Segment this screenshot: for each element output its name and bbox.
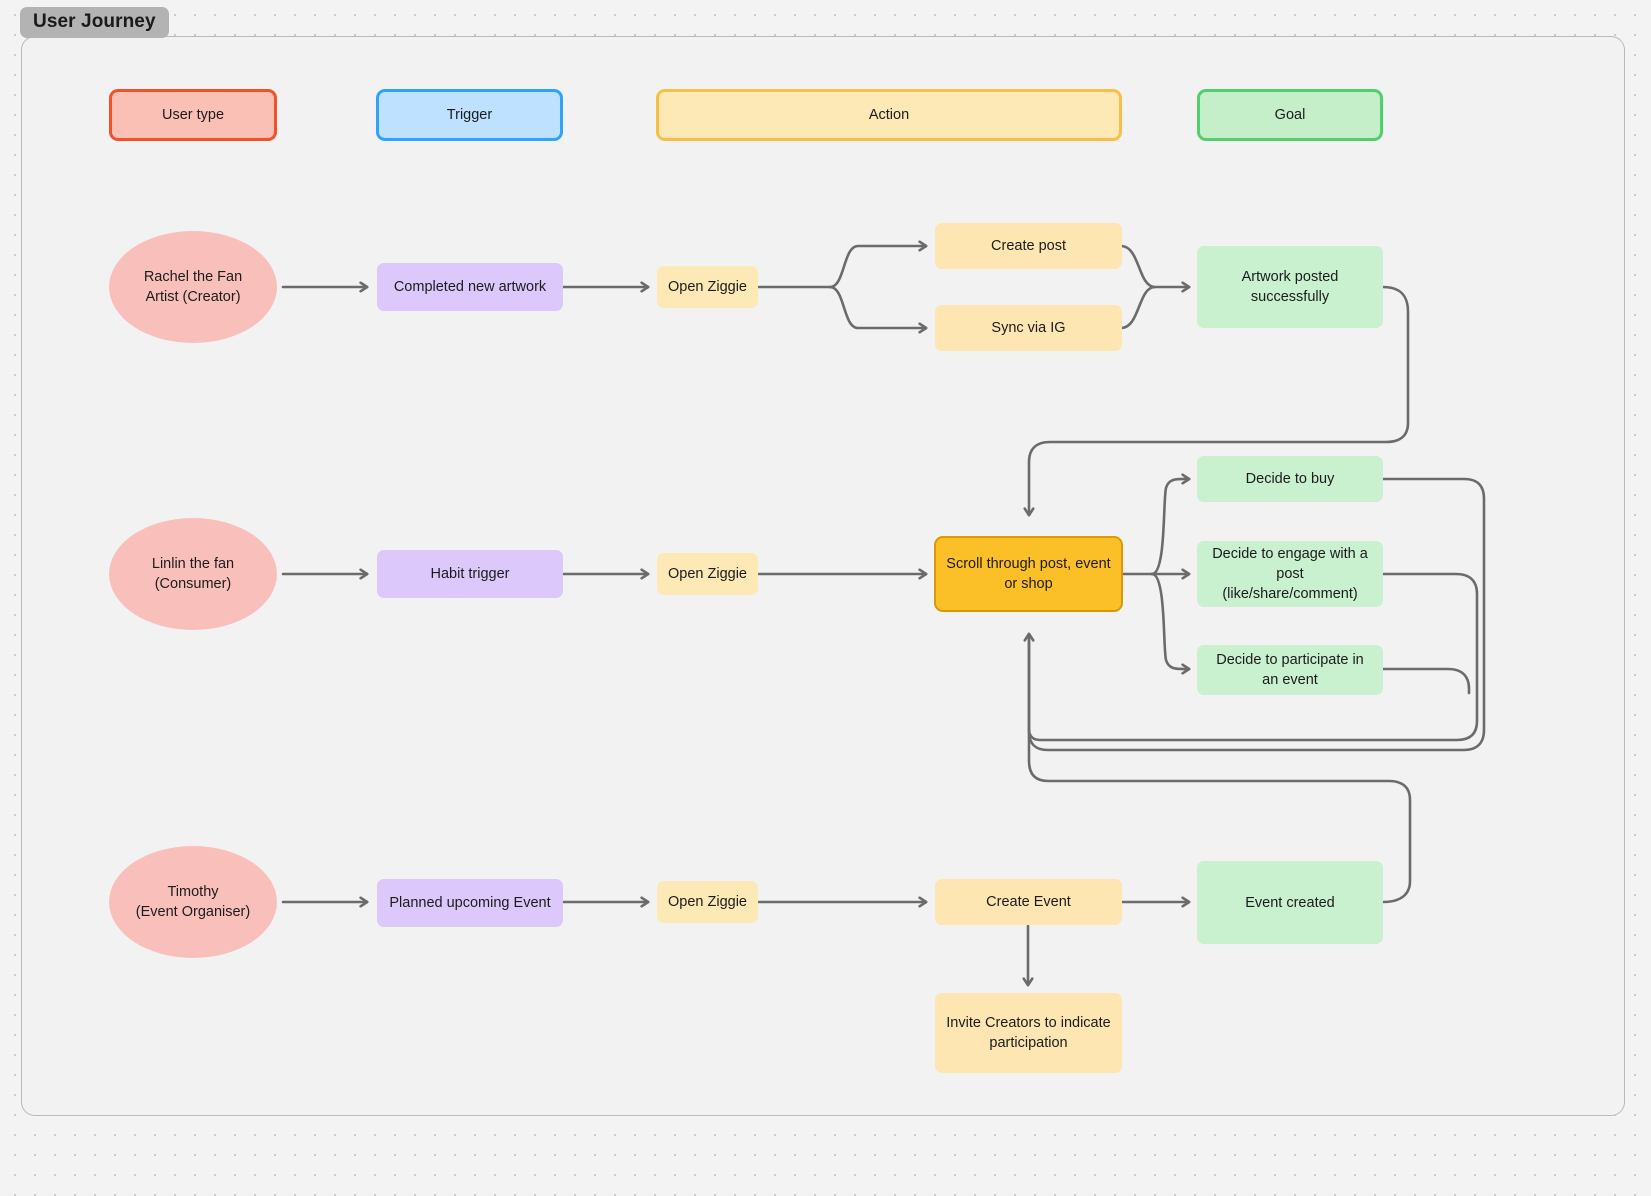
trigger-planned-upcoming-event-label: Planned upcoming Event (389, 895, 551, 911)
legend-user-type[interactable]: User type (109, 89, 277, 141)
action-open-ziggie-organiser[interactable]: Open Ziggie (657, 881, 758, 923)
legend-action[interactable]: Action (656, 89, 1122, 141)
action-open-ziggie-creator[interactable]: Open Ziggie (657, 266, 758, 308)
goal-decide-to-buy-label: Decide to buy (1245, 471, 1335, 487)
action-create-post-label: Create post (991, 238, 1066, 254)
action-scroll-hub[interactable]: Scroll through post, event or shop (934, 536, 1123, 612)
goal-event-created-label: Event created (1245, 894, 1335, 911)
action-sync-via-ig[interactable]: Sync via IG (935, 305, 1122, 351)
legend-trigger-label: Trigger (446, 107, 493, 123)
legend-user-type-label: User type (161, 107, 225, 123)
legend-action-label: Action (868, 107, 910, 123)
legend-goal-label: Goal (1274, 107, 1306, 123)
goal-decide-to-engage-label: Decide to engage with a post (like/share… (1212, 546, 1368, 602)
goal-decide-to-buy[interactable]: Decide to buy (1197, 456, 1383, 502)
persona-rachel-line1: Rachel the Fan (143, 269, 243, 285)
goal-event-created[interactable]: Event created (1197, 861, 1383, 944)
action-invite-creators[interactable]: Invite Creators to indicate participatio… (935, 993, 1122, 1073)
action-create-event[interactable]: Create Event (935, 879, 1122, 925)
action-create-post[interactable]: Create post (935, 223, 1122, 269)
action-scroll-hub-label: Scroll through post, event or shop (946, 556, 1111, 592)
trigger-habit[interactable]: Habit trigger (377, 550, 563, 598)
action-open-ziggie-consumer-label: Open Ziggie (668, 566, 747, 582)
persona-timothy-line2: (Event Organiser) (135, 904, 251, 920)
persona-timothy-organiser[interactable]: Timothy (Event Organiser) (109, 846, 277, 958)
action-open-ziggie-consumer[interactable]: Open Ziggie (657, 553, 758, 595)
goal-artwork-posted-label: Artwork posted successfully (1241, 269, 1339, 305)
goal-decide-to-participate[interactable]: Decide to participate in an event (1197, 645, 1383, 695)
trigger-completed-new-artwork-label: Completed new artwork (393, 279, 547, 295)
persona-timothy-line1: Timothy (167, 884, 219, 900)
frame-title-chip[interactable]: User Journey (20, 7, 169, 38)
action-open-ziggie-creator-label: Open Ziggie (668, 279, 747, 295)
legend-trigger[interactable]: Trigger (376, 89, 563, 141)
persona-linlin-consumer[interactable]: Linlin the fan (Consumer) (109, 518, 277, 630)
goal-artwork-posted[interactable]: Artwork posted successfully (1197, 246, 1383, 328)
goal-decide-to-engage[interactable]: Decide to engage with a post (like/share… (1197, 541, 1383, 607)
action-open-ziggie-organiser-label: Open Ziggie (668, 894, 747, 910)
persona-timothy-label: Timothy (Event Organiser) (136, 882, 250, 922)
goal-decide-to-participate-label: Decide to participate in an event (1216, 652, 1364, 688)
persona-rachel-creator[interactable]: Rachel the Fan Artist (Creator) (109, 231, 277, 343)
persona-rachel-label: Rachel the Fan Artist (Creator) (144, 267, 242, 307)
action-invite-creators-label: Invite Creators to indicate participatio… (946, 1015, 1111, 1051)
persona-linlin-line2: (Consumer) (154, 576, 232, 592)
persona-linlin-line1: Linlin the fan (151, 556, 235, 572)
action-create-event-label: Create Event (986, 894, 1071, 910)
action-sync-via-ig-label: Sync via IG (991, 320, 1066, 336)
trigger-habit-label: Habit trigger (430, 566, 510, 582)
persona-linlin-label: Linlin the fan (Consumer) (152, 554, 234, 594)
persona-rachel-line2: Artist (Creator) (145, 289, 241, 305)
trigger-completed-new-artwork[interactable]: Completed new artwork (377, 263, 563, 311)
legend-goal[interactable]: Goal (1197, 89, 1383, 141)
trigger-planned-upcoming-event[interactable]: Planned upcoming Event (377, 879, 563, 927)
